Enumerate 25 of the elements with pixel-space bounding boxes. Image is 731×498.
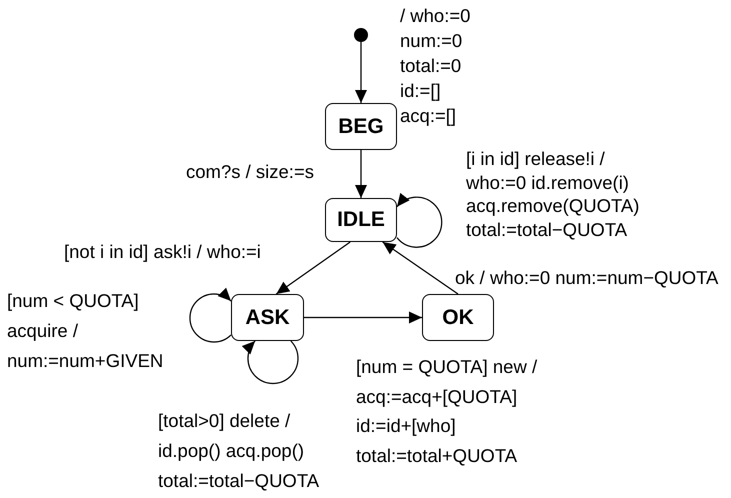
- state-box: [231, 294, 304, 341]
- transition-arrow: [304, 312, 422, 324]
- transition-arrow: [355, 150, 367, 198]
- edge-label: [num < QUOTA] acquire / num:=num+GIVEN: [7, 289, 164, 373]
- transition-arrow: [355, 42, 367, 103]
- state-name: ASK: [245, 306, 290, 330]
- self-loop-arrow: [242, 340, 299, 384]
- edge-label: [total>0] delete / id.pop() acq.pop() total:=total−QUOTA: [158, 409, 320, 493]
- edge-label: ok / who:=0 num:=num−QUOTA: [455, 267, 720, 289]
- state-box: [422, 294, 494, 341]
- state-name: BEG: [338, 114, 384, 138]
- state-box: [325, 198, 397, 242]
- transition-arrow: [382, 242, 458, 294]
- self-loop-arrow: [189, 288, 232, 343]
- state-name: IDLE: [337, 208, 385, 232]
- initial-state-dot: [354, 28, 368, 42]
- self-loop-arrow: [396, 193, 442, 248]
- edge-label: [num = QUOTA] new / acq:=acq+[QUOTA] id:=id+[who] total:=total+QUOTA: [356, 355, 538, 468]
- edge-label: [i in id] release!i / who:=0 id.remove(i) acq.remove(QUOTA) total:=total−QUOTA: [466, 147, 640, 241]
- state-box: [325, 103, 397, 150]
- edge-label: com?s / size:=s: [186, 161, 316, 183]
- edge-label: [not i in id] ask!i / who:=i: [64, 241, 262, 263]
- state-name: OK: [442, 306, 474, 330]
- transition-arrow: [276, 242, 351, 294]
- edge-label: / who:=0 num:=0 total:=0 id:=[] acq:=[]: [400, 4, 472, 128]
